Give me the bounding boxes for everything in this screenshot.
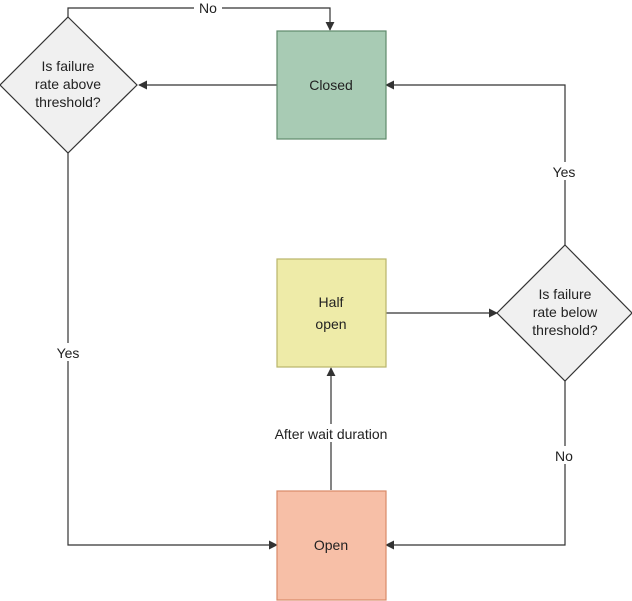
label-below-no: No	[555, 448, 573, 464]
edge-below-no	[385, 381, 566, 550]
state-open: Open	[276, 490, 387, 601]
edge-above-yes	[67, 153, 278, 550]
half-open-label-line1: Half	[319, 294, 344, 310]
label-below-yes: Yes	[553, 164, 576, 180]
decision-below-diamond	[496, 244, 632, 382]
decision-above-line1: Is failure	[42, 58, 95, 74]
state-closed: Closed	[276, 30, 387, 140]
half-open-label-line2: open	[315, 316, 346, 332]
closed-label: Closed	[309, 77, 353, 93]
half-open-box	[276, 258, 387, 368]
edge-below-yes	[385, 80, 566, 245]
open-box	[276, 490, 387, 601]
label-above-yes: Yes	[57, 345, 80, 361]
closed-box	[276, 30, 387, 140]
decision-below-line2: rate below	[533, 304, 598, 320]
decision-rate-above: Is failure rate above threshold?	[0, 16, 138, 154]
connectors	[67, 7, 566, 550]
label-above-no: No	[199, 0, 217, 16]
decision-above-line2: rate above	[35, 76, 101, 92]
label-open-to-half: After wait duration	[275, 426, 388, 442]
open-label: Open	[314, 537, 348, 553]
decision-below-line1: Is failure	[539, 286, 592, 302]
decision-rate-below: Is failure rate below threshold?	[496, 244, 632, 382]
decision-above-diamond	[0, 16, 138, 154]
edge-labels: No Yes Yes No After wait duration	[52, 0, 582, 464]
decision-below-line3: threshold?	[532, 322, 598, 338]
state-half-open: Half open	[276, 258, 387, 368]
decision-above-line3: threshold?	[35, 94, 101, 110]
